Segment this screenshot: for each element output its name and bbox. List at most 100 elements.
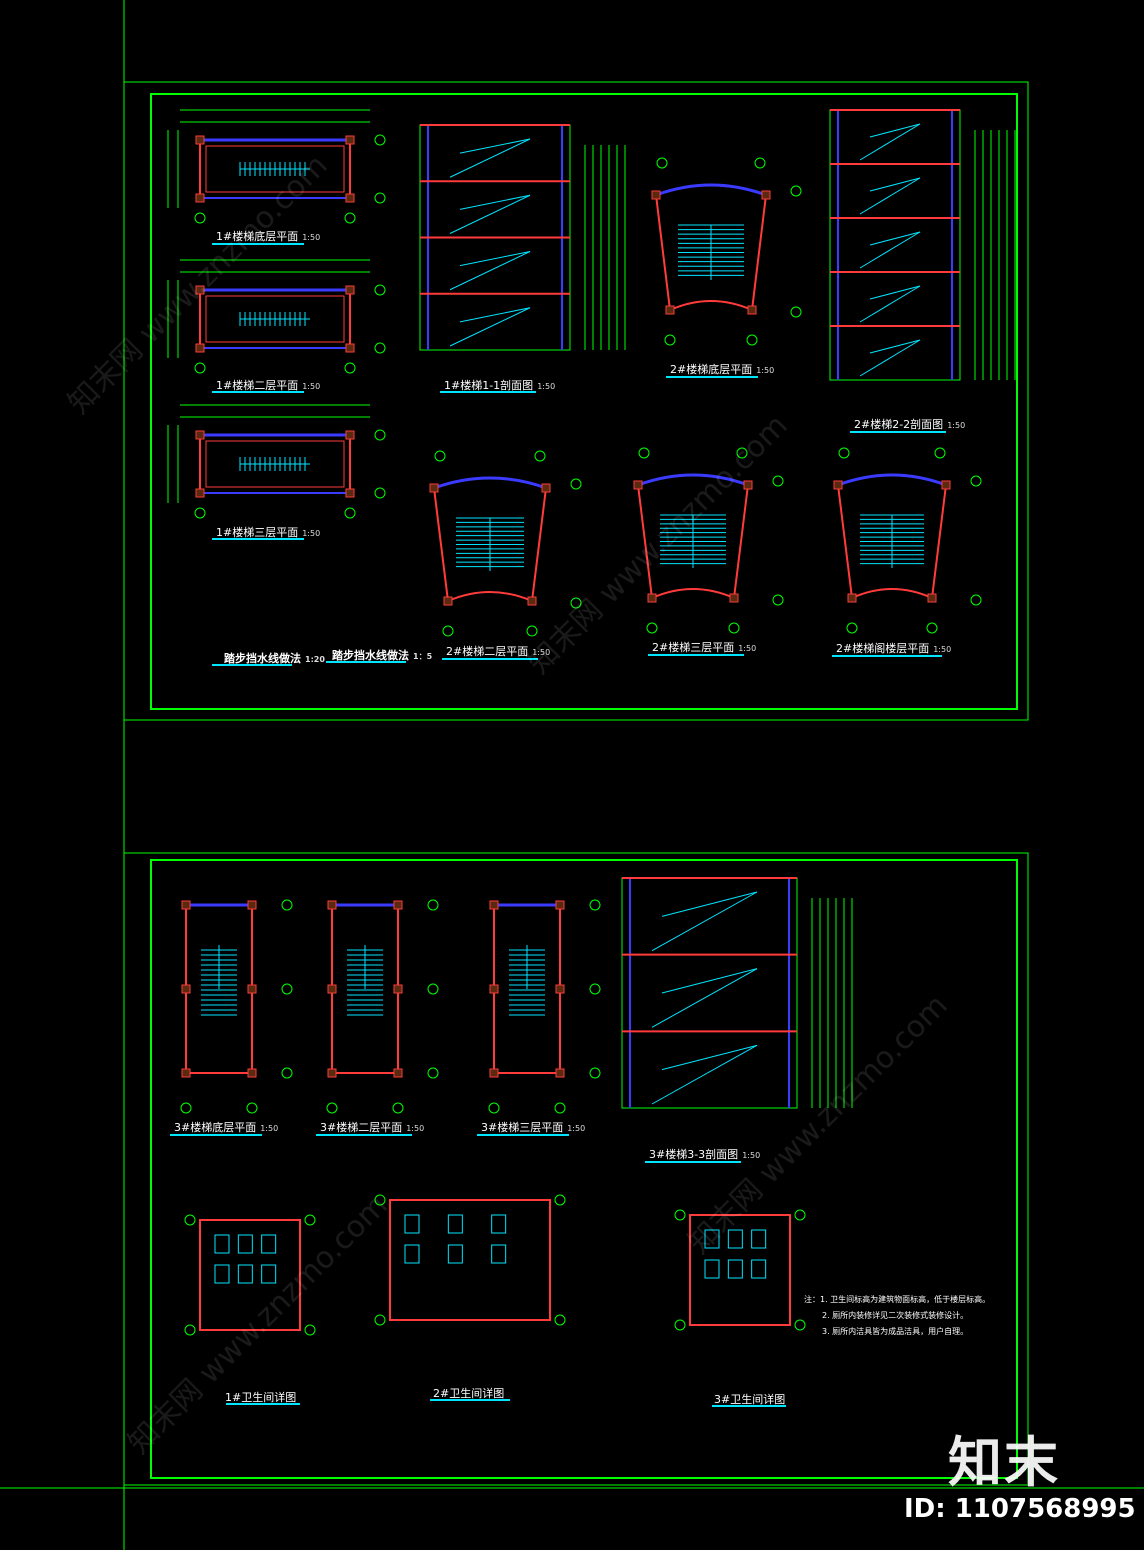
cad-rect — [181, 984, 191, 994]
grid-bubble — [589, 899, 601, 911]
cad-rect — [651, 190, 661, 200]
cad-line — [869, 339, 921, 354]
grid-bubble — [374, 1194, 386, 1206]
grid-bubble — [674, 1209, 686, 1221]
cad-line — [459, 251, 531, 267]
grid-bubble — [281, 899, 293, 911]
cad-line — [661, 891, 758, 917]
cad-rect — [181, 1068, 191, 1078]
cad-line — [869, 177, 921, 192]
grid-bubble — [427, 899, 439, 911]
grid-bubble — [246, 1102, 258, 1114]
grid-bubble — [534, 450, 546, 462]
cad-rect — [345, 193, 355, 203]
grid-bubble — [554, 1314, 566, 1326]
cad-rect — [747, 305, 757, 315]
grid-bubble — [746, 334, 758, 346]
cad-rect — [647, 593, 657, 603]
grid-bubble — [790, 306, 802, 318]
grid-bubble — [794, 1209, 806, 1221]
title-wc3: 3#卫生间详图 — [714, 1393, 786, 1406]
cad-rect — [729, 593, 739, 603]
cad-rect — [489, 984, 499, 994]
grid-bubble — [194, 212, 206, 224]
cad-rect — [247, 984, 257, 994]
cad-rect — [555, 1068, 565, 1078]
cad-rect — [447, 1214, 463, 1234]
cad-rect — [751, 1259, 767, 1279]
cad-line — [869, 231, 921, 246]
cad-rect — [429, 483, 439, 493]
cad-rect — [261, 1234, 277, 1254]
title-wc1: 1#卫生间详图 — [225, 1391, 297, 1404]
grid-bubble — [674, 1319, 686, 1331]
cad-line — [661, 1044, 758, 1071]
grid-bubble — [570, 597, 582, 609]
cad-rect — [214, 1264, 230, 1284]
cad-rect — [345, 285, 355, 295]
cad-rect — [847, 593, 857, 603]
curved-beam — [655, 183, 767, 197]
cad-rect — [327, 900, 337, 910]
cad-rect — [214, 1234, 230, 1254]
grid-bubble — [794, 1319, 806, 1331]
plan-drawings — [167, 109, 1016, 1336]
curved-beam — [837, 473, 947, 487]
grid-bubble — [754, 157, 766, 169]
grid-bubble — [554, 1102, 566, 1114]
grid-bubble — [194, 362, 206, 374]
cad-rect — [833, 480, 843, 490]
grid-bubble — [846, 622, 858, 634]
cad-rect — [327, 984, 337, 994]
general-notes: 注：1. 卫生间标高为建筑物面标高，低于楼层标高。 2. 厕所内装修详见二次装修… — [804, 1295, 991, 1336]
cad-rect — [941, 480, 951, 490]
cad-rect — [704, 1259, 720, 1279]
grid-bubble — [570, 478, 582, 490]
cad-line — [869, 123, 921, 138]
grid-bubble — [838, 447, 850, 459]
grid-bubble — [427, 1067, 439, 1079]
grid-bubble — [304, 1324, 316, 1336]
grid-bubble — [184, 1324, 196, 1336]
cad-rect — [555, 984, 565, 994]
cad-rect — [261, 1264, 277, 1284]
grid-bubble — [344, 362, 356, 374]
grid-bubble — [772, 475, 784, 487]
grid-bubble — [790, 185, 802, 197]
cad-rect — [195, 135, 205, 145]
cad-rect — [195, 488, 205, 498]
cad-rect — [247, 900, 257, 910]
grid-bubble — [374, 429, 386, 441]
cad-rect — [751, 1229, 767, 1249]
cad-rect — [389, 1199, 551, 1321]
cad-rect — [555, 900, 565, 910]
cad-line — [449, 251, 531, 291]
grid-bubble — [344, 507, 356, 519]
grid-bubble — [772, 594, 784, 606]
cad-rect — [237, 1234, 253, 1254]
grid-bubble — [526, 625, 538, 637]
grid-bubble — [589, 1067, 601, 1079]
grid-bubble — [281, 983, 293, 995]
cad-rect — [345, 488, 355, 498]
grid-bubble — [970, 475, 982, 487]
grid-bubble — [392, 1102, 404, 1114]
cad-line — [651, 968, 758, 1028]
cad-rect — [829, 109, 961, 381]
cad-rect — [727, 1229, 743, 1249]
grid-bubble — [934, 447, 946, 459]
cad-rect — [195, 285, 205, 295]
cad-rect — [743, 480, 753, 490]
grid-bubble — [442, 625, 454, 637]
grid-bubble — [180, 1102, 192, 1114]
